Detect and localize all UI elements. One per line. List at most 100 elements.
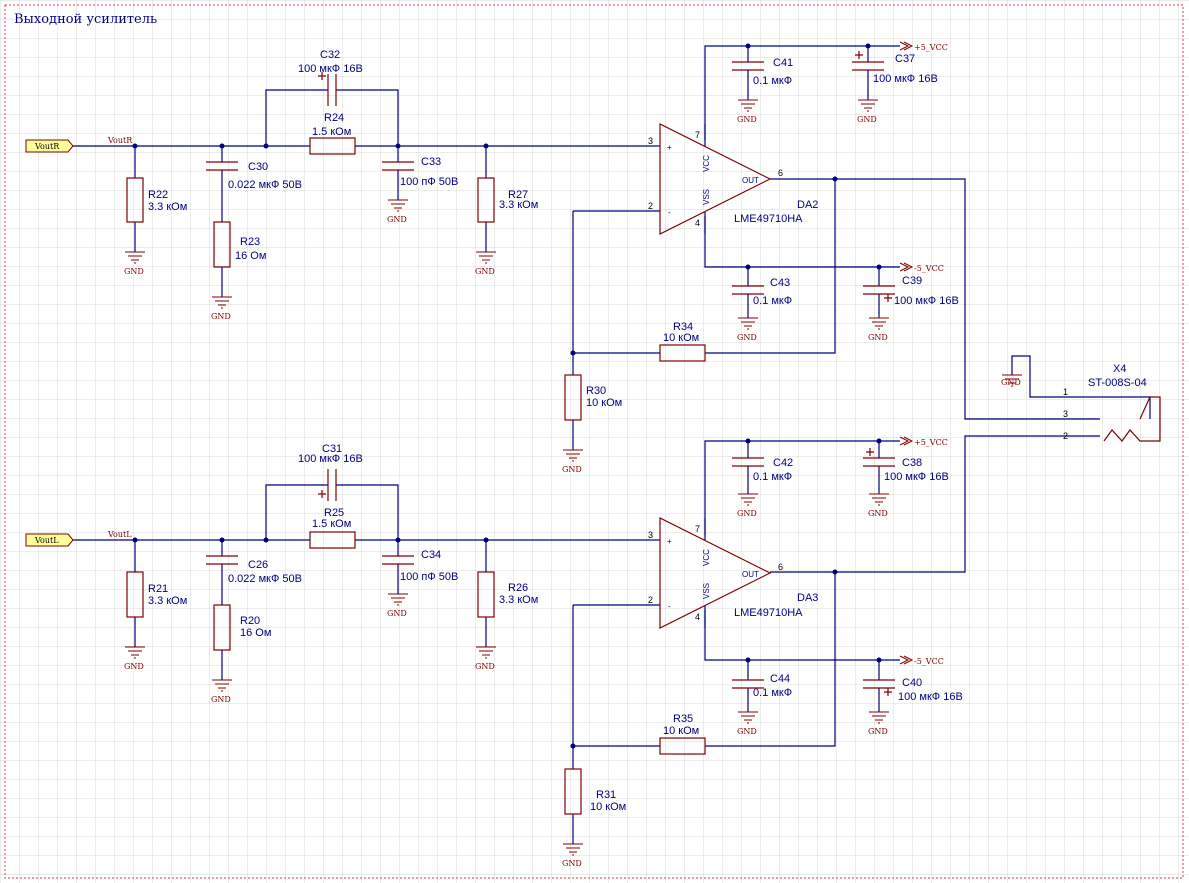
resistor-r31-body [564, 768, 582, 815]
gnd-label: GND [562, 859, 582, 868]
ref-r26: R26 [508, 582, 528, 594]
resistor-r24-body [309, 137, 356, 155]
value-r31: 10 кОм [590, 801, 626, 813]
value-x4: ST-008S-04 [1088, 377, 1147, 389]
ref-c30: C30 [248, 161, 268, 173]
ref-c40: C40 [902, 677, 922, 689]
pin-number: 3 [648, 136, 653, 146]
capacitor-c31-body [327, 469, 337, 501]
value-c34: 100 пФ 50В [400, 571, 458, 583]
gnd-label: GND [868, 333, 888, 342]
value-r20: 16 Ом [240, 627, 271, 639]
input-port-vout-l: VoutL [25, 533, 74, 547]
ref-r30: R30 [586, 385, 606, 397]
ref-c32: C32 [320, 49, 340, 61]
resistor-r20-body [213, 604, 231, 651]
junction-dots [132, 43, 882, 749]
pin-number: 6 [778, 562, 783, 572]
ref-c38: C38 [902, 457, 922, 469]
gnd-label: GND [737, 509, 757, 518]
value-c32: 100 мкФ 16В [298, 63, 363, 75]
value-c26: 0.022 мкФ 50В [228, 573, 302, 585]
pin-number: 6 [778, 168, 783, 178]
capacitor-c37-body [852, 61, 884, 71]
value-r24: 1.5 кОм [312, 126, 351, 138]
net-label-vout-r: VoutR [107, 136, 133, 145]
ref-r23: R23 [240, 236, 260, 248]
gnd-label: GND [857, 115, 877, 124]
resistor-r21-body [126, 571, 144, 618]
pin-number: 7 [695, 130, 700, 140]
ref-r34: R34 [673, 321, 693, 333]
ref-c39: C39 [902, 275, 922, 287]
ref-c37: C37 [895, 53, 915, 65]
connector-x4-body [1103, 396, 1161, 442]
ref-c44: C44 [770, 673, 790, 685]
ref-c31: C31 [322, 443, 342, 455]
sheet-title: Выходной усилитель [14, 12, 157, 27]
value-r35: 10 кОм [663, 725, 699, 737]
value-c30: 0.022 мкФ 50В [228, 179, 302, 191]
resistor-r23-body [213, 221, 231, 268]
opamp-da2-body [659, 123, 772, 235]
resistor-r26-body [477, 571, 495, 618]
value-r30: 10 кОм [586, 397, 622, 409]
opamp-minus-label: - [668, 602, 671, 611]
opamp-vcc-label: VCC [702, 155, 711, 172]
gnd-label: GND [475, 267, 495, 276]
net-label-vout-l: VoutL [107, 530, 132, 539]
pin-number: 3 [648, 530, 653, 540]
ref-c43: C43 [770, 277, 790, 289]
pin-number: 4 [695, 612, 700, 622]
opamp-pin-names: + - OUT VCC VSS + - OUT VCC VSS [667, 143, 759, 611]
pin-number: 2 [648, 595, 653, 605]
ref-r21: R21 [148, 583, 168, 595]
value-r23: 16 Ом [235, 250, 266, 262]
ref-r25: R25 [324, 507, 344, 519]
value-c42: 0.1 мкФ [753, 471, 792, 483]
gnd-label: GND [387, 215, 407, 224]
ref-da3: DA3 [797, 592, 818, 604]
pin-number: 2 [1063, 431, 1068, 441]
gnd-label: GND [124, 267, 144, 276]
resistor-r25-body [309, 531, 356, 549]
opamp-out-label: OUT [742, 570, 759, 579]
port-label-vout-l: VoutL [34, 536, 59, 545]
gnd-label: GND [211, 312, 231, 321]
resistor-r35-body [659, 737, 706, 755]
ref-c26: C26 [248, 559, 268, 571]
power-label-pos-r: +5_VCC [914, 43, 948, 52]
wires [73, 45, 1151, 844]
pin-number: 2 [648, 201, 653, 211]
value-c31: 100 мкФ 16В [298, 453, 363, 465]
resistor-r22-body [126, 177, 144, 223]
ref-c34: C34 [421, 549, 441, 561]
power-port-arrows [899, 41, 914, 665]
opamp-vcc-label: VCC [702, 549, 711, 566]
value-da3: LME49710HA [734, 607, 803, 619]
ref-r31: R31 [596, 789, 616, 801]
power-label-pos-l: +5_VCC [914, 438, 948, 447]
capacitor-c39-body [863, 285, 895, 295]
port-label-vout-r: VoutR [34, 142, 60, 151]
resistor-r34-body [659, 344, 706, 362]
capacitor-c32-body [327, 74, 337, 106]
ref-r20: R20 [240, 615, 260, 627]
ground-symbols [125, 99, 1022, 856]
gnd-label: GND [737, 727, 757, 736]
value-c43: 0.1 мкФ [753, 295, 792, 307]
ref-r27: R27 [508, 189, 528, 201]
value-c39: 100 мкФ 16В [894, 295, 959, 307]
capacitor-c34-body [382, 555, 414, 565]
power-label-neg-r: -5_VCC [914, 264, 944, 273]
ref-c41: C41 [773, 57, 793, 69]
gnd-label: GND [124, 662, 144, 671]
power-label-neg-l: -5_VCC [914, 657, 944, 666]
pin-numbers: 3 2 7 4 6 3 2 7 4 6 1 3 2 [648, 130, 1068, 622]
ref-da2: DA2 [797, 199, 818, 211]
capacitor-c30-body [206, 161, 238, 171]
ref-x4: X4 [1113, 363, 1126, 375]
value-r21: 3.3 кОм [148, 595, 187, 607]
